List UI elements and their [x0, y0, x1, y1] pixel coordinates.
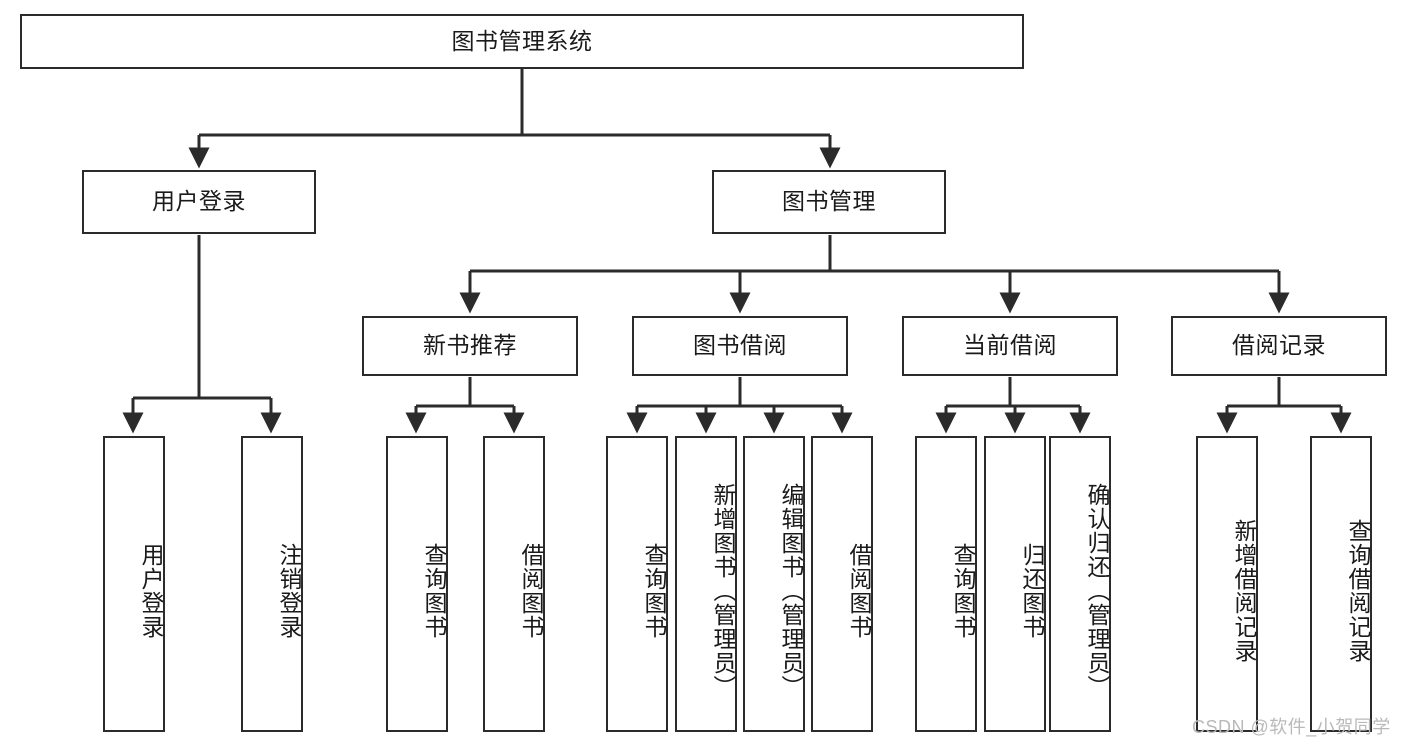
node-book-borrow-label: 图书借阅 — [693, 332, 787, 359]
node-user-login-label: 用户登录 — [152, 188, 246, 215]
leaf-return-book-label: 归还图书 — [1019, 543, 1045, 639]
leaf-logout[interactable]: 注销登录 — [241, 436, 303, 732]
node-book-manage[interactable]: 图书管理 — [712, 170, 946, 234]
node-new-book-recommend-label: 新书推荐 — [423, 332, 517, 359]
leaf-borrow-book-borrow[interactable]: 借阅图书 — [811, 436, 873, 732]
leaf-confirm-return-admin-label: 确认归还（管理员） — [1084, 483, 1110, 699]
node-book-borrow[interactable]: 图书借阅 — [632, 316, 848, 376]
leaf-add-borrow-record[interactable]: 新增借阅记录 — [1196, 436, 1258, 732]
leaf-borrow-book-borrow-label: 借阅图书 — [846, 543, 872, 639]
node-borrow-record[interactable]: 借阅记录 — [1171, 316, 1387, 376]
leaf-borrow-book-recommend-label: 借阅图书 — [518, 543, 544, 639]
leaf-query-borrow-record[interactable]: 查询借阅记录 — [1310, 436, 1372, 732]
leaf-query-book-borrow-label: 查询图书 — [641, 543, 667, 639]
leaf-query-borrow-record-label: 查询借阅记录 — [1345, 519, 1371, 663]
leaf-user-login-label: 用户登录 — [138, 543, 164, 639]
node-user-login[interactable]: 用户登录 — [82, 170, 316, 234]
leaf-query-book-borrow[interactable]: 查询图书 — [606, 436, 668, 732]
leaf-query-book-recommend-label: 查询图书 — [421, 543, 447, 639]
leaf-add-book-admin-label: 新增图书（管理员） — [710, 483, 736, 699]
leaf-query-book-current-label: 查询图书 — [950, 543, 976, 639]
node-book-manage-label: 图书管理 — [782, 188, 876, 215]
leaf-add-borrow-record-label: 新增借阅记录 — [1231, 519, 1257, 663]
leaf-add-book-admin[interactable]: 新增图书（管理员） — [675, 436, 737, 732]
node-root-system[interactable]: 图书管理系统 — [20, 14, 1024, 69]
leaf-query-book-current[interactable]: 查询图书 — [915, 436, 977, 732]
csdn-watermark: CSDN @软件_小贺同学 — [1192, 717, 1391, 737]
leaf-logout-label: 注销登录 — [276, 543, 302, 639]
leaf-return-book[interactable]: 归还图书 — [984, 436, 1046, 732]
leaf-confirm-return-admin[interactable]: 确认归还（管理员） — [1049, 436, 1111, 732]
node-root-system-label: 图书管理系统 — [451, 27, 593, 54]
node-current-borrow-label: 当前借阅 — [963, 332, 1057, 359]
node-borrow-record-label: 借阅记录 — [1232, 332, 1326, 359]
node-current-borrow[interactable]: 当前借阅 — [902, 316, 1118, 376]
leaf-query-book-recommend[interactable]: 查询图书 — [386, 436, 448, 732]
leaf-edit-book-admin-label: 编辑图书（管理员） — [778, 483, 804, 699]
leaf-user-login[interactable]: 用户登录 — [103, 436, 165, 732]
leaf-edit-book-admin[interactable]: 编辑图书（管理员） — [743, 436, 805, 732]
node-new-book-recommend[interactable]: 新书推荐 — [362, 316, 578, 376]
leaf-borrow-book-recommend[interactable]: 借阅图书 — [483, 436, 545, 732]
